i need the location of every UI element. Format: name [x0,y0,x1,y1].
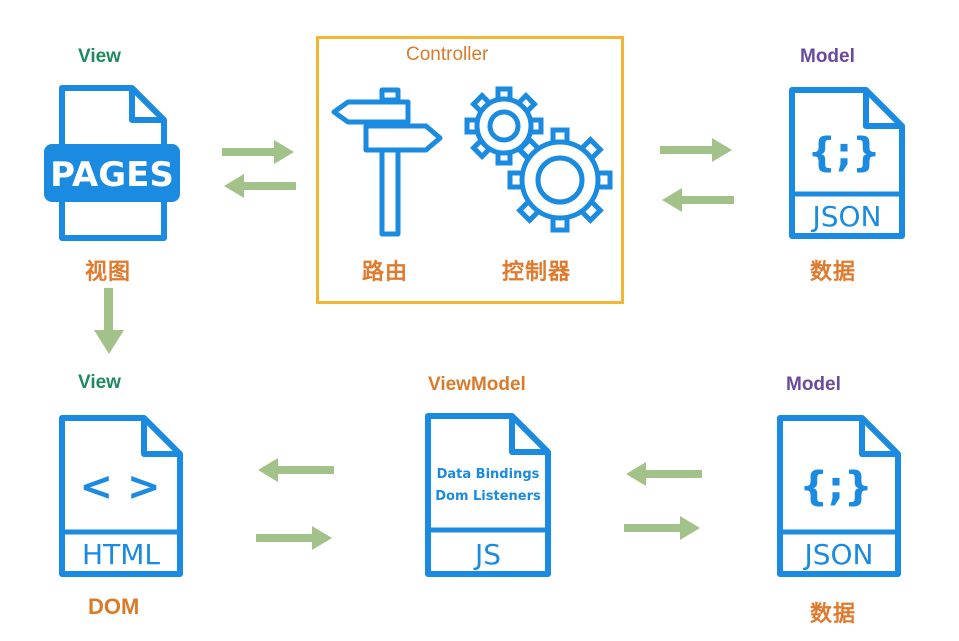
json-document-icon-bottom: {;} JSON [777,415,901,577]
signpost-icon [331,87,443,237]
html-glyph: < > [80,464,161,510]
model-caption-top: 数据 [810,259,857,284]
router-caption: 路由 [362,259,409,284]
viewmodel-label: ViewModel [428,374,526,395]
arrow-viewmodel-to-view [258,458,334,482]
arrow-view-to-controller [222,140,294,164]
json-document-icon: {;} JSON [789,87,905,239]
html-format: HTML [82,538,160,571]
viewmodel-line1: Data Bindings [437,467,540,482]
json-format-top: JSON [810,200,881,233]
arrow-viewmodel-to-model [624,516,700,540]
json-glyph-top: {;} [808,130,881,176]
viewmodel-line2: Dom Listeners [435,489,541,504]
json-glyph-bottom: {;} [800,464,873,510]
model-label-top: Model [800,46,855,67]
arrow-model-to-viewmodel [626,462,702,486]
controller-label: Controller [406,44,489,65]
arrow-down-view [94,288,124,354]
controller-box [316,36,624,304]
arrow-model-to-controller [662,188,734,212]
js-format: JS [473,538,501,571]
json-format-bottom: JSON [802,538,873,571]
js-document-icon: Data Bindings Dom Listeners JS [425,413,551,577]
model-caption-bottom: 数据 [810,601,857,626]
view-caption-top: 视图 [85,259,132,284]
model-label-bottom: Model [786,374,841,395]
arrow-view-to-viewmodel [256,526,332,550]
view-label-top: View [78,46,121,67]
pages-badge-text: PAGES [50,155,174,195]
arrow-controller-to-model [660,138,732,162]
dom-caption: DOM [88,594,140,619]
pages-document-icon: PAGES [44,85,180,241]
html-document-icon: < > HTML [59,415,183,577]
gears-icon [464,86,613,233]
arrow-controller-to-view [224,174,296,198]
controller-caption: 控制器 [502,259,572,284]
view-label-bottom: View [78,372,121,393]
